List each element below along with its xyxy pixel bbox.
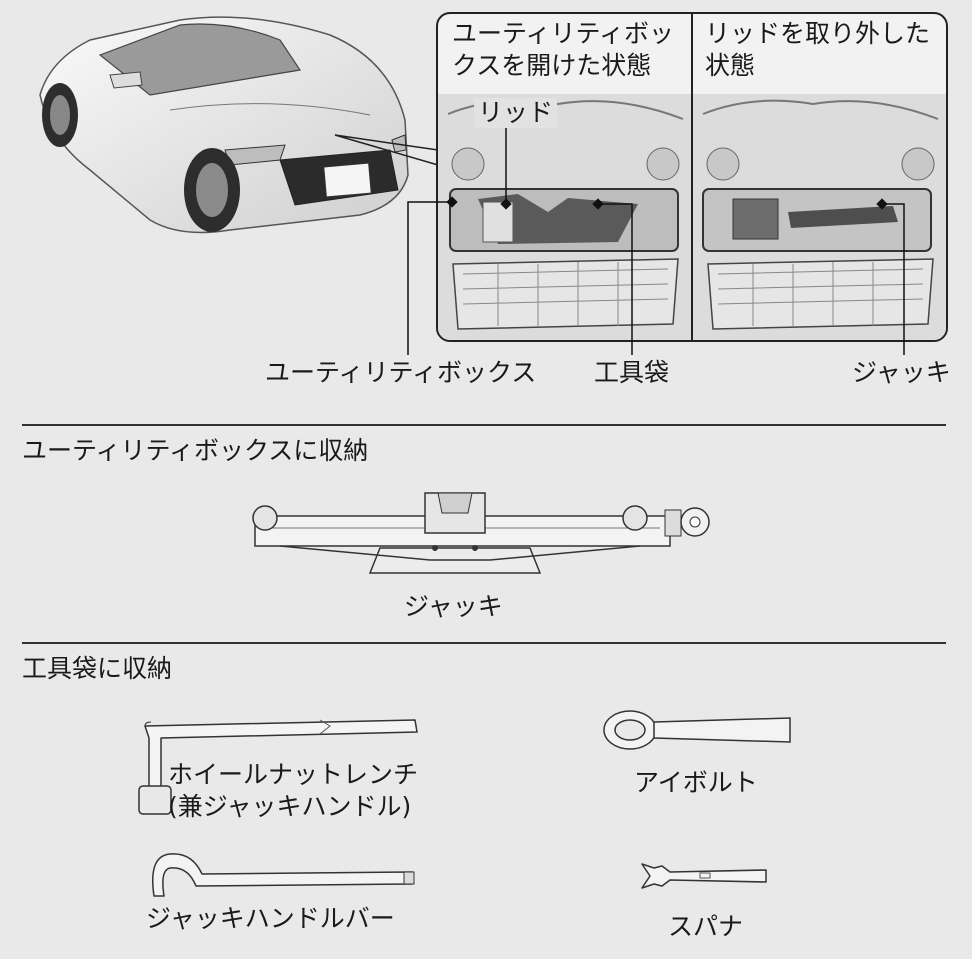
spanner-illustration xyxy=(640,856,770,896)
engine-bay-panel: ユーティリティボックスを開けた状態 リッド リッドを取り外した状態 xyxy=(436,12,948,342)
section-divider-2 xyxy=(22,642,946,644)
car-illustration xyxy=(30,0,450,260)
handle-bar-caption: ジャッキハンドルバー xyxy=(146,904,395,933)
spanner-caption: スパナ xyxy=(668,912,744,941)
callout-tool-bag: 工具袋 xyxy=(594,358,670,387)
lid-label: リッド xyxy=(474,98,558,128)
panel-removed-title: リッドを取り外した状態 xyxy=(705,19,931,80)
panel-divider xyxy=(691,14,693,340)
callout-leader-lines xyxy=(407,128,905,355)
jack-illustration xyxy=(240,488,720,583)
wheel-nut-wrench-illustration xyxy=(125,708,425,818)
wrench-caption-line2: (兼ジャッキハンドル) xyxy=(168,792,412,821)
section-utility-heading: ユーティリティボックスに収納 xyxy=(22,436,369,465)
jack-caption: ジャッキ xyxy=(404,592,503,621)
eye-bolt-illustration xyxy=(600,706,795,756)
callout-jack: ジャッキ xyxy=(852,358,951,387)
jack-handle-bar-illustration xyxy=(140,846,420,906)
car-pointer-lines xyxy=(334,134,439,166)
wrench-caption-line1: ホイールナットレンチ xyxy=(168,760,419,789)
section-divider-1 xyxy=(22,424,946,426)
panel-open-title: ユーティリティボックスを開けた状態 xyxy=(452,19,675,80)
eye-bolt-caption: アイボルト xyxy=(634,768,758,797)
section-toolbag-heading: 工具袋に収納 xyxy=(22,654,173,683)
callout-utility-box: ユーティリティボックス xyxy=(265,358,537,387)
